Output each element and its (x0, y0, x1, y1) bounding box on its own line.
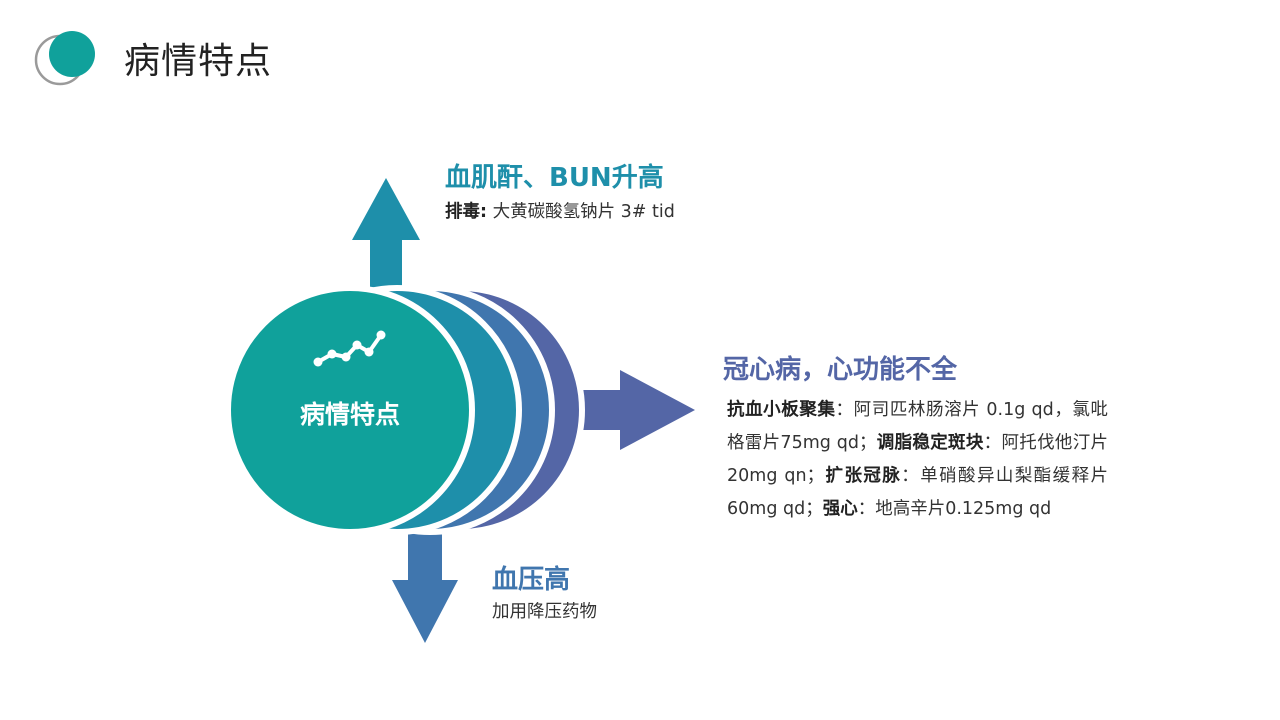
treatment-label-coronary: 扩张冠脉 (824, 466, 902, 487)
treatment-text-antiplatelet: ：阿司匹林肠溶片 0.1g qd，氯吡格雷片75mg qd； (727, 400, 1109, 454)
treatment-label-lipid: 调脂稳定斑块 (876, 433, 984, 454)
header-circles-icon (34, 31, 95, 86)
branch-up: 血肌酐、BUN升高 排毒: 大黄碳酸氢钠片 3# tid (445, 163, 765, 229)
branch-right: 冠心病，心功能不全 抗血小板聚集：阿司匹林肠溶片 0.1g qd，氯吡格雷片75… (723, 355, 1108, 526)
branch-up-text: 大黄碳酸氢钠片 3# tid (492, 202, 675, 223)
branch-up-title: 血肌酐、BUN升高 (445, 163, 664, 193)
center-label: 病情特点 (300, 400, 400, 429)
down-arrow (392, 520, 458, 643)
branch-down: 血压高 加用降压药物 (492, 565, 732, 629)
branch-down-title: 血压高 (492, 565, 571, 595)
treatment-text-lipid: ：阿托伐他汀片20mg qn； (727, 433, 1109, 487)
branch-right-text: 抗血小板聚集：阿司匹林肠溶片 0.1g qd，氯吡格雷片75mg qd；调脂稳定… (723, 394, 1108, 526)
branch-down-text: 加用降压药物 (492, 602, 597, 623)
branch-right-title: 冠心病，心功能不全 (723, 355, 958, 385)
trend-line-icon (313, 330, 386, 367)
page-title: 病情特点 (124, 41, 273, 82)
treatment-text-cardiotonic: ：地高辛片0.125mg qd (857, 499, 1052, 520)
branch-up-label: 排毒: (445, 202, 487, 223)
up-arrow (352, 178, 420, 305)
center-circle (225, 285, 475, 535)
treatment-label-cardiotonic: 强心 (822, 499, 858, 520)
treatment-text-coronary: ：单硝酸异山梨酯缓释片60mg qd； (727, 466, 1109, 520)
treatment-label-antiplatelet: 抗血小板聚集 (727, 400, 836, 421)
